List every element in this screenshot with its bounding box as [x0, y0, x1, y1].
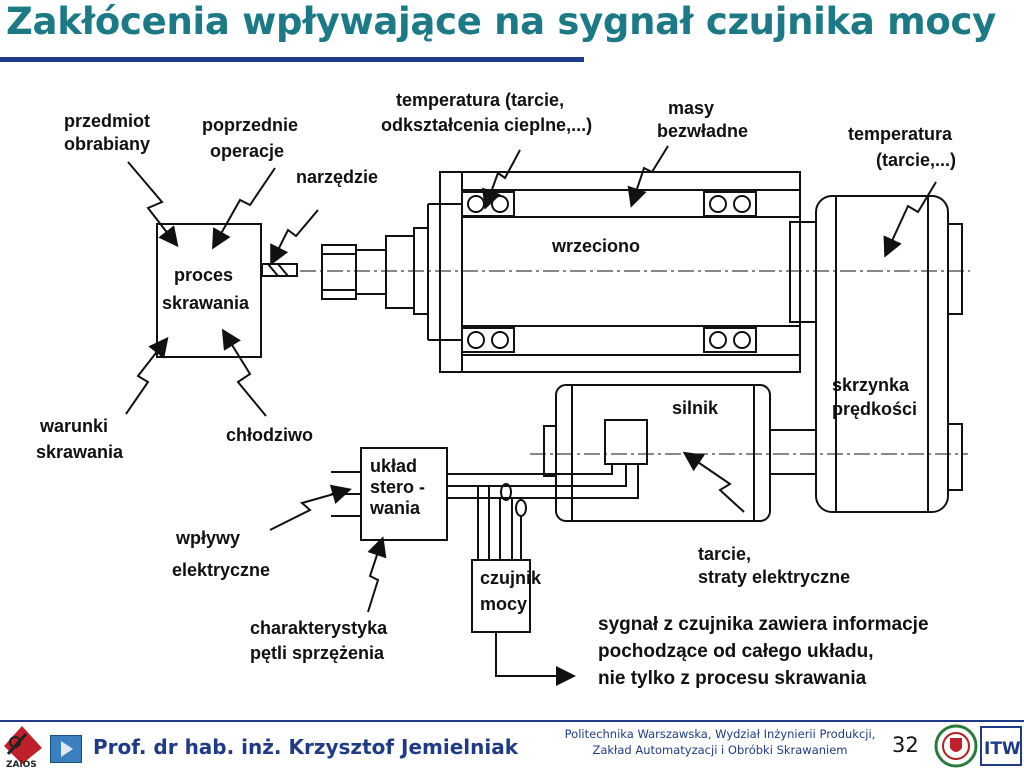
- label-control-unit-line1: układ: [370, 456, 417, 476]
- itw-logo-text: ITW: [984, 739, 1021, 759]
- label-cutting-conditions-line2: skrawania: [36, 442, 124, 462]
- label-inertial-masses-line1: masy: [668, 98, 714, 118]
- label-electrical-influences: wpływy elektryczne: [172, 528, 270, 580]
- label-control-unit-line2: stero -: [370, 477, 425, 497]
- label-cutting-process-line1: proces: [174, 265, 233, 285]
- footer-institution-line2: Zakład Automatyzacji i Obróbki Skrawanie…: [592, 743, 848, 757]
- label-electrical-influences-line2: elektryczne: [172, 560, 270, 580]
- label-friction-losses-line1: tarcie,: [698, 544, 751, 564]
- label-prev-operations-line2: operacje: [210, 141, 284, 161]
- label-prev-operations: poprzednie operacje: [202, 115, 298, 161]
- label-signal-note-line2: pochodzące od całego układu,: [598, 641, 874, 662]
- system-diagram: przedmiot obrabiany poprzednie operacje na…: [36, 90, 970, 689]
- footer-institution-line1: Politechnika Warszawska, Wydział Inżynie…: [564, 727, 876, 741]
- label-signal-note: sygnał z czujnika zawiera informacje poch…: [598, 614, 929, 689]
- label-temperature-1: temperatura (tarcie, odkształcenia ciepln…: [381, 90, 592, 135]
- next-slide-button[interactable]: [50, 735, 82, 763]
- label-coolant: chłodziwo: [226, 425, 313, 445]
- footer-institution: Politechnika Warszawska, Wydział Inżynie…: [550, 726, 890, 758]
- label-workpiece-line1: przedmiot: [64, 111, 150, 131]
- label-power-sensor-line2: mocy: [480, 594, 527, 614]
- label-signal-note-line1: sygnał z czujnika zawiera informacje: [598, 614, 929, 635]
- page-number: 32: [892, 733, 919, 757]
- label-friction-losses-line2: straty elektryczne: [698, 567, 850, 587]
- label-friction-losses: tarcie, straty elektryczne: [698, 544, 850, 587]
- label-tool: narzędzie: [296, 167, 378, 187]
- label-gearbox-line2: prędkości: [832, 399, 917, 419]
- label-motor: silnik: [672, 398, 719, 418]
- label-cutting-conditions-line1: warunki: [39, 416, 108, 436]
- label-cutting-conditions: warunki skrawania: [36, 416, 124, 462]
- spindle-housing: [439, 171, 801, 373]
- process-box: [156, 223, 262, 358]
- label-control-unit-line3: wania: [369, 498, 421, 518]
- motor-terminal: [604, 419, 648, 465]
- title-underline: [0, 57, 584, 62]
- label-signal-note-line3: nie tylko z procesu skrawania: [598, 668, 867, 689]
- label-gearbox-line1: skrzynka: [832, 375, 910, 395]
- label-feedback-characteristic-line1: charakterystyka: [250, 618, 388, 638]
- itw-logo-icon: ITW: [980, 726, 1022, 766]
- label-inertial-masses-line2: bezwładne: [657, 121, 748, 141]
- label-cutting-process: proces skrawania: [162, 265, 250, 313]
- play-arrow-icon: [61, 741, 73, 757]
- label-temperature-2-line2: (tarcie,...): [876, 150, 956, 170]
- footer-rule: [0, 720, 1024, 722]
- zaios-logo-text: ZAiOS: [6, 760, 37, 768]
- zaios-logo-icon: ZAiOS: [4, 726, 42, 768]
- power-sensor: [471, 559, 531, 633]
- label-prev-operations-line1: poprzednie: [202, 115, 298, 135]
- label-temperature-1-line2: odkształcenia cieplne,...): [381, 115, 592, 135]
- label-workpiece: przedmiot obrabiany: [64, 111, 150, 154]
- label-temperature-1-line1: temperatura (tarcie,: [396, 90, 564, 110]
- label-feedback-characteristic-line2: pętli sprzężenia: [250, 643, 385, 663]
- label-feedback-characteristic: charakterystyka pętli sprzężenia: [250, 618, 388, 663]
- label-gearbox: skrzynka prędkości: [832, 375, 917, 419]
- label-electrical-influences-line1: wpływy: [175, 528, 240, 548]
- motor: [555, 384, 771, 522]
- label-cutting-process-line2: skrawania: [162, 293, 250, 313]
- label-inertial-masses: masy bezwładne: [657, 98, 748, 141]
- label-power-sensor-line1: czujnik: [480, 568, 542, 588]
- label-workpiece-line2: obrabiany: [64, 134, 150, 154]
- gearbox: [815, 195, 949, 513]
- footer-author: Prof. dr hab. inż. Krzysztof Jemielniak: [93, 735, 519, 759]
- university-seal-icon: [934, 724, 978, 768]
- slide-title: Zakłócenia wpływające na sygnał czujnika…: [6, 0, 996, 43]
- label-temperature-2-line1: temperatura: [848, 124, 953, 144]
- label-spindle: wrzeciono: [551, 236, 640, 256]
- label-temperature-2: temperatura (tarcie,...): [848, 124, 956, 170]
- label-power-sensor: czujnik mocy: [480, 568, 542, 614]
